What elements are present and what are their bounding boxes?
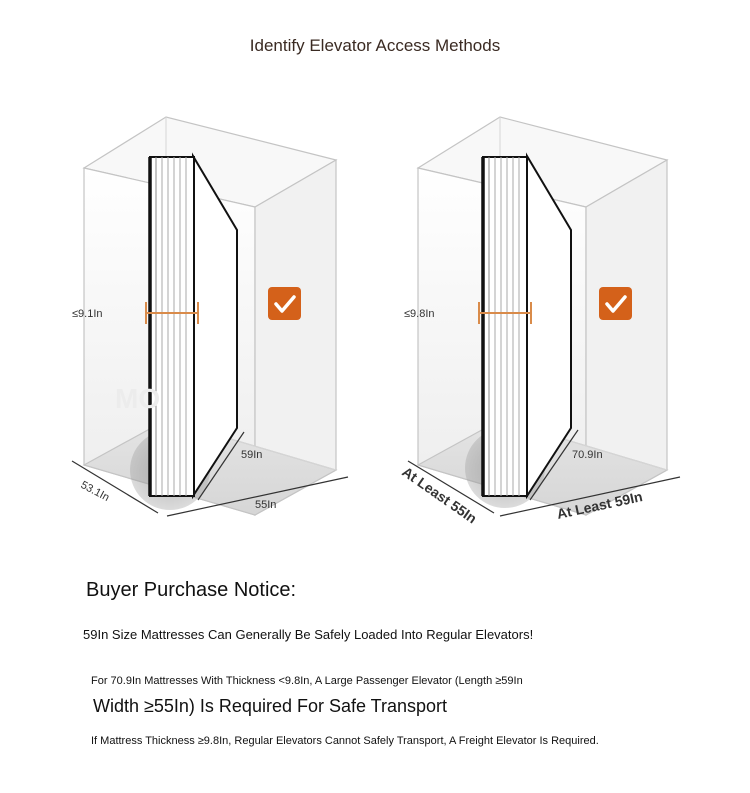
right-elevator: ≤9.8In 70.9In At Least 55In At Least 59I… <box>399 116 681 526</box>
left-depth-label: 53.1In <box>79 479 112 504</box>
notice-title: Buyer Purchase Notice: <box>86 579 297 601</box>
left-thickness-measure <box>145 302 199 324</box>
right-height-label: 70.9In <box>572 449 603 461</box>
notice-line-4: If Mattress Thickness ≥9.8In, Regular El… <box>91 735 599 747</box>
right-thickness-label: ≤9.8In <box>404 308 435 320</box>
notice-line-2: For 70.9In Mattresses With Thickness <9.… <box>91 675 523 687</box>
left-thickness-label: ≤9.1In <box>72 308 103 320</box>
right-mattress <box>481 152 572 500</box>
left-depth-line <box>71 460 159 514</box>
elevator-diagram: ≤9.1In 59In 53.1In 55In <box>71 116 681 526</box>
right-height-line <box>529 429 579 501</box>
watermark: MO <box>115 383 160 414</box>
left-elevator: ≤9.1In 59In 53.1In 55In <box>71 116 349 517</box>
check-icon <box>268 287 301 320</box>
right-thickness-measure <box>478 302 532 324</box>
right-width-line <box>499 476 681 517</box>
left-mattress <box>148 152 238 500</box>
page-title: Identify Elevator Access Methods <box>249 36 501 55</box>
notice-line-3: Width ≥55In) Is Required For Safe Transp… <box>93 696 448 716</box>
left-width-label: 55In <box>255 499 276 511</box>
right-depth-line <box>407 460 495 514</box>
check-icon <box>599 287 632 320</box>
left-width-line <box>166 476 349 517</box>
notice-line-1: 59In Size Mattresses Can Generally Be Sa… <box>83 627 534 642</box>
left-height-line <box>197 431 245 501</box>
left-height-label: 59In <box>241 449 262 461</box>
